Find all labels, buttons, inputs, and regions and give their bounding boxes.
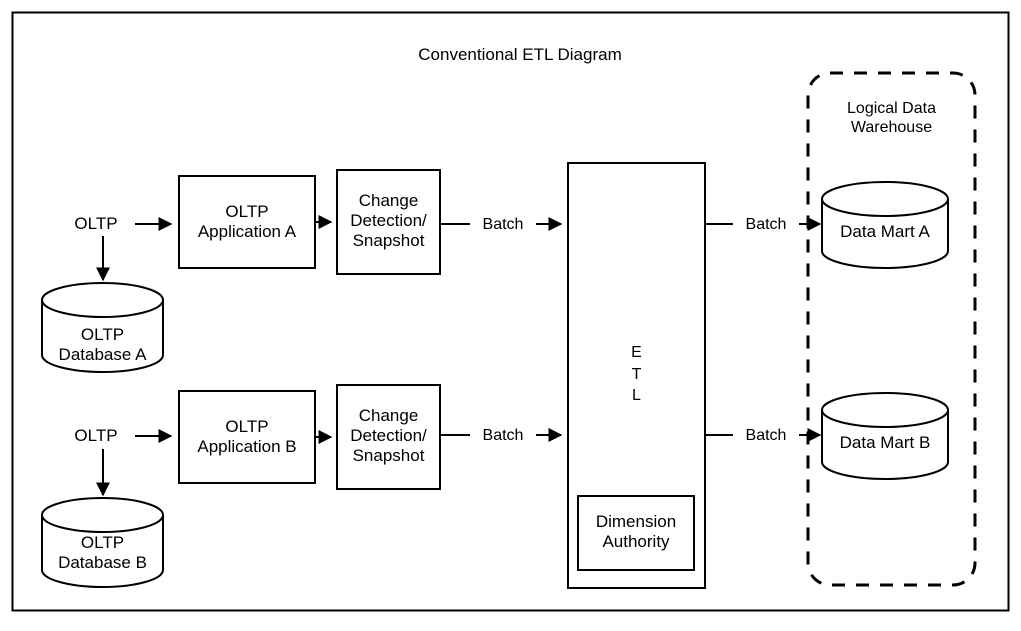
oltp-application-b-box [178,390,316,484]
change-detection-a-label: Change Detection/ Snapshot [350,191,427,251]
batch-label-b-left: Batch [470,427,536,446]
oltp-entry-label-a: OLTP [74,214,118,233]
oltp-application-a-box [178,175,316,269]
logical-data-warehouse-label: Logical Data Warehouse [847,100,936,136]
dimension-authority-label: Dimension Authority [595,512,677,552]
data-mart-b-label: Data Mart B [839,433,931,452]
oltp-database-b-cylinder [41,497,164,588]
batch-label-a-left: Batch [470,216,536,235]
diagram-title: Conventional ETL Diagram [418,45,622,64]
logical-data-warehouse-container [806,71,977,587]
outer-frame [11,11,1010,612]
oltp-entry-label-b: OLTP [74,426,118,445]
oltp-database-a-label: OLTP Database A [58,325,147,365]
oltp-application-a-label: OLTP Application A [197,202,297,242]
dimension-authority-box [577,495,695,571]
change-detection-a-box [336,169,441,275]
oltp-application-b-label: OLTP Application B [197,417,297,457]
change-detection-b-box [336,384,441,490]
data-mart-a-cylinder [821,181,949,269]
etl-label: E T L [631,344,642,405]
data-mart-b-cylinder [821,392,949,480]
change-detection-b-label: Change Detection/ Snapshot [350,406,427,466]
data-mart-a-label: Data Mart A [840,222,930,241]
oltp-database-b-label: OLTP Database B [58,533,147,573]
batch-label-a-right: Batch [733,216,799,235]
batch-label-b-right: Batch [733,427,799,446]
oltp-database-a-cylinder [41,282,164,373]
